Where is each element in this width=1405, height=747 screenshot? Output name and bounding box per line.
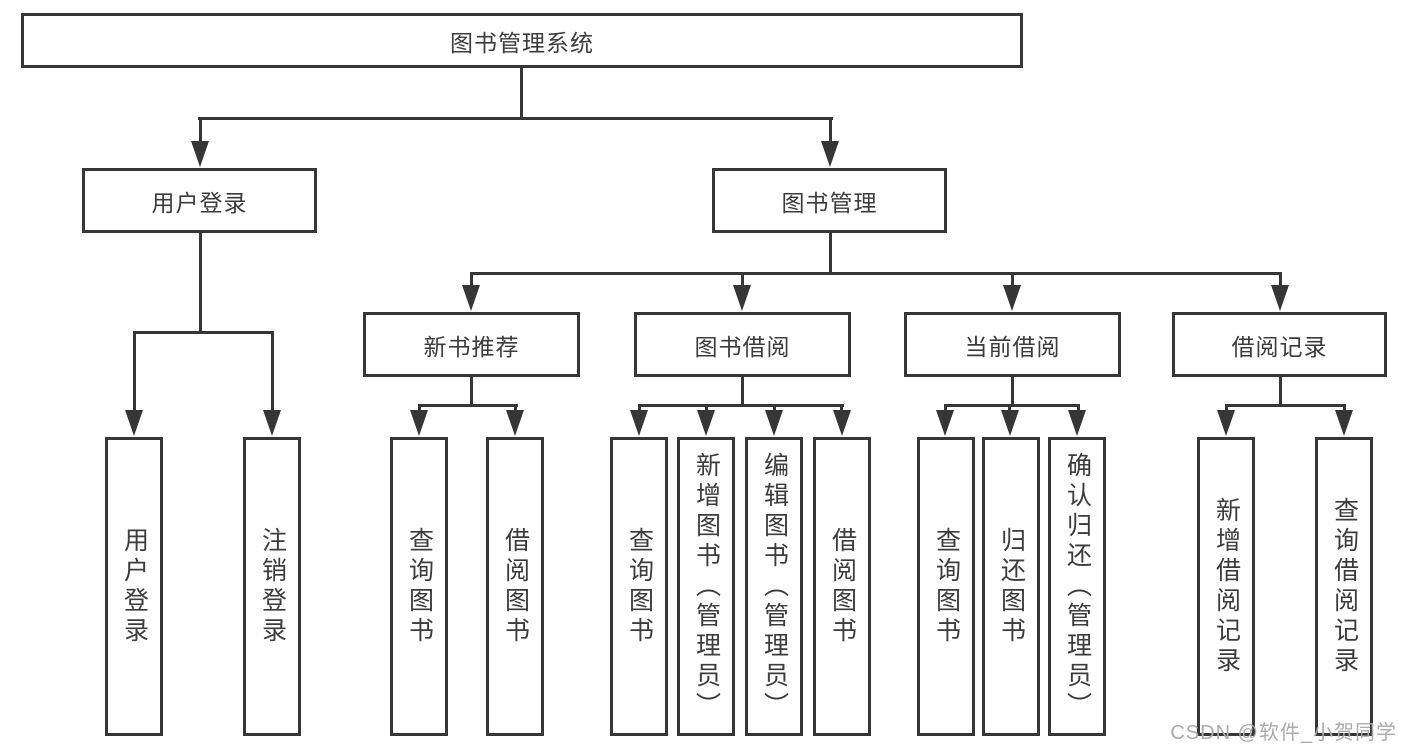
connector-user-login-shaft — [199, 117, 202, 147]
leaf-cb-confirm-return-admin-label: 确认归还（管理员） — [1063, 451, 1092, 722]
node-book-management-label: 图书管理 — [781, 189, 878, 216]
arrowhead-cb-leaf3 — [1068, 410, 1086, 436]
connector-l3d-shaft — [1279, 272, 1282, 290]
node-book-management: 图书管理 — [712, 168, 947, 233]
leaf-user-login: 用户登录 — [105, 437, 163, 736]
connector-br-stem — [1279, 375, 1282, 407]
arrowhead-br-leaf1 — [1217, 410, 1235, 436]
node-root: 图书管理系统 — [21, 13, 1023, 68]
node-new-book-recommend-label: 新书推荐 — [423, 333, 520, 360]
connector-nb-stem — [470, 375, 473, 407]
connector-ul-crossbar — [133, 331, 274, 334]
node-book-borrow: 图书借阅 — [634, 312, 851, 377]
leaf-bb-add-books-admin: 新增图书（管理员） — [677, 437, 735, 736]
arrowhead-borrow-records — [1271, 285, 1289, 311]
node-user-login: 用户登录 — [82, 168, 317, 233]
arrowhead-cb-leaf1 — [936, 410, 954, 436]
node-borrow-records: 借阅记录 — [1172, 312, 1387, 377]
leaf-bb-edit-books-admin: 编辑图书（管理员） — [745, 437, 803, 736]
arrowhead-ul-leaf1 — [125, 410, 143, 436]
leaf-cb-query-books: 查询图书 — [917, 437, 975, 736]
leaf-bb-query-books-label: 查询图书 — [625, 526, 654, 647]
connector-l3c-shaft — [1011, 272, 1014, 290]
connector-bb-crossbar — [638, 404, 844, 407]
arrowhead-bb-leaf2 — [697, 410, 715, 436]
connector-cb-crossbar — [944, 404, 1080, 407]
arrowhead-bb-leaf4 — [833, 410, 851, 436]
leaf-cb-return-books: 归还图书 — [982, 437, 1040, 736]
node-current-borrow: 当前借阅 — [904, 312, 1121, 377]
arrowhead-new-book-recommend — [462, 285, 480, 311]
connector-nb-crossbar — [418, 404, 518, 407]
arrowhead-book-borrow — [733, 285, 751, 311]
connector-l3b-shaft — [741, 272, 744, 290]
connector-ul-leaf2-shaft — [271, 331, 274, 413]
leaf-nb-query-books: 查询图书 — [390, 437, 448, 736]
arrowhead-cb-leaf2 — [1001, 410, 1019, 436]
leaf-nb-query-books-label: 查询图书 — [405, 526, 434, 647]
arrowhead-user-login — [191, 141, 209, 167]
connector-book-mgmt-shaft — [829, 117, 832, 147]
node-root-label: 图书管理系统 — [450, 29, 594, 56]
leaf-br-query-record-label: 查询借阅记录 — [1330, 496, 1359, 677]
leaf-logout: 注销登录 — [243, 437, 301, 736]
arrowhead-bb-leaf1 — [630, 410, 648, 436]
node-book-borrow-label: 图书借阅 — [694, 333, 791, 360]
arrowhead-bb-leaf3 — [765, 410, 783, 436]
connector-ul-stem — [199, 231, 202, 334]
node-current-borrow-label: 当前借阅 — [964, 333, 1061, 360]
leaf-nb-borrow-books-label: 借阅图书 — [501, 526, 530, 647]
leaf-br-query-record: 查询借阅记录 — [1315, 437, 1373, 736]
leaf-br-add-record-label: 新增借阅记录 — [1212, 496, 1241, 677]
leaf-bb-edit-books-admin-label: 编辑图书（管理员） — [760, 451, 789, 722]
leaf-bb-borrow-books-label: 借阅图书 — [828, 526, 857, 647]
leaf-nb-borrow-books: 借阅图书 — [486, 437, 544, 736]
arrowhead-ul-leaf2 — [263, 410, 281, 436]
leaf-bb-query-books: 查询图书 — [610, 437, 668, 736]
leaf-bb-add-books-admin-label: 新增图书（管理员） — [692, 451, 721, 722]
connector-bm-crossbar — [470, 272, 1282, 275]
connector-bb-stem — [741, 375, 744, 407]
node-user-login-label: 用户登录 — [151, 189, 248, 216]
arrowhead-br-leaf2 — [1335, 410, 1353, 436]
leaf-br-add-record: 新增借阅记录 — [1197, 437, 1255, 736]
arrowhead-current-borrow — [1003, 285, 1021, 311]
leaf-cb-query-books-label: 查询图书 — [932, 526, 961, 647]
connector-br-crossbar — [1225, 404, 1346, 407]
leaf-cb-return-books-label: 归还图书 — [997, 526, 1026, 647]
node-borrow-records-label: 借阅记录 — [1231, 333, 1328, 360]
arrowhead-nb-leaf1 — [410, 410, 428, 436]
connector-cb-stem — [1011, 375, 1014, 407]
leaf-user-login-label: 用户登录 — [120, 526, 149, 647]
csdn-watermark: CSDN @软件_小贺同学 — [1170, 722, 1397, 744]
connector-ul-leaf1-shaft — [133, 331, 136, 413]
leaf-cb-confirm-return-admin: 确认归还（管理员） — [1048, 437, 1106, 736]
connector-l3a-shaft — [470, 272, 473, 290]
arrowhead-nb-leaf2 — [506, 410, 524, 436]
connector-bm-stem — [829, 231, 832, 275]
connector-root-crossbar — [198, 117, 833, 120]
arrowhead-book-mgmt — [821, 141, 839, 167]
node-new-book-recommend: 新书推荐 — [363, 312, 580, 377]
leaf-logout-label: 注销登录 — [258, 526, 287, 647]
connector-root-stem — [520, 66, 523, 119]
leaf-bb-borrow-books: 借阅图书 — [813, 437, 871, 736]
